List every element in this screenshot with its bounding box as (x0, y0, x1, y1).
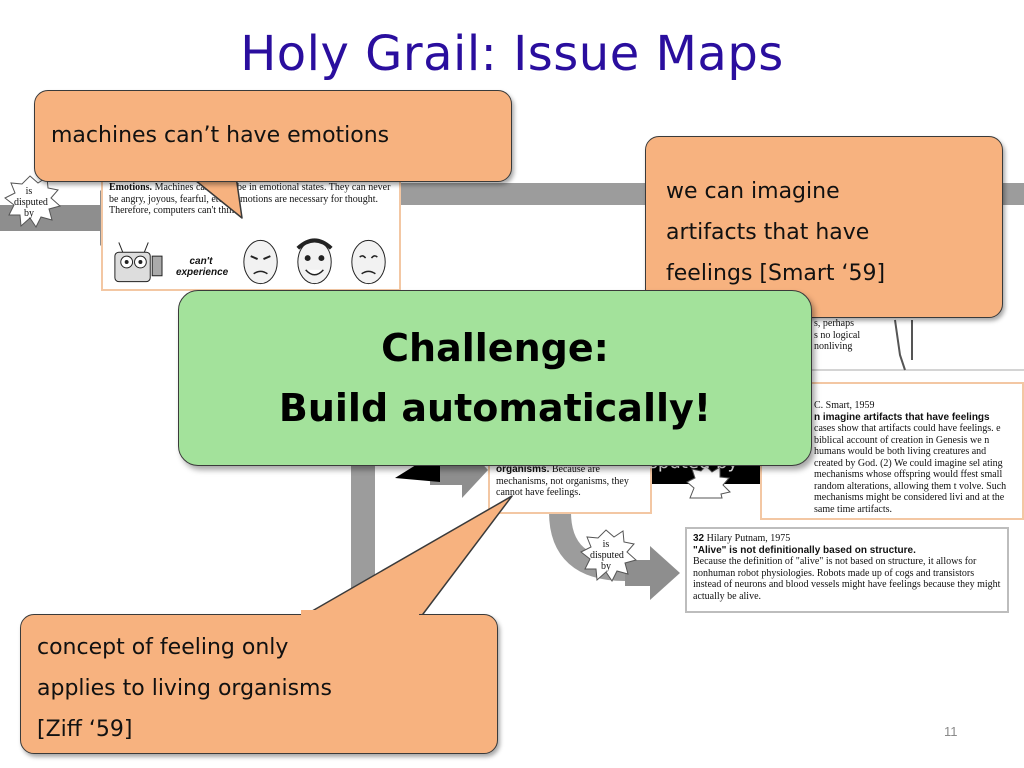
callout-imagine-artifacts-text: we can imagine artifacts that have feeli… (666, 179, 886, 286)
putnam-body: Because the definition of "alive" is not… (693, 556, 1001, 602)
burst-middle (686, 465, 731, 499)
fragment-line-3: nonliving (814, 341, 853, 352)
fragment-line-1: s, perhaps (814, 318, 854, 329)
emotions-argument-box: Emotions. Machines can never be in emoti… (101, 176, 401, 291)
faces-icon (243, 238, 386, 285)
middle-fragment-text: s, perhaps s no logical nonliving (808, 300, 888, 360)
challenge-box: Challenge: Build automatically! (178, 290, 812, 466)
putnam-number: 32 (693, 533, 705, 544)
figure-fragment (894, 319, 913, 371)
top-left-callout-tail (189, 175, 243, 219)
challenge-line-2: Build automatically! (278, 386, 712, 430)
smart-author: C. Smart, 1959 (814, 400, 875, 411)
burst-bottom-label: is disputed by (590, 539, 624, 572)
burst-left (4, 175, 62, 228)
emotions-heading: Emotions. (109, 182, 153, 193)
organisms-heading: organisms. (496, 464, 550, 475)
callout-concept-feeling: concept of feeling only applies to livin… (20, 614, 498, 754)
callout-tail-join-bottom (301, 610, 419, 618)
organisms-body: Because are mechanisms, not organisms, t… (496, 464, 629, 498)
callout-machines-emotions-text: machines can’t have emotions (51, 123, 390, 148)
putnam-author: Hilary Putnam, 1975 (706, 533, 791, 544)
challenge-line-1: Challenge: (381, 326, 609, 370)
callout-concept-feeling-text: concept of feeling only applies to livin… (37, 635, 332, 742)
map-arrow-left (0, 190, 128, 246)
emotions-illustration: can't experience (109, 236, 393, 288)
putnam-heading: "Alive" is not definitionally based on s… (693, 544, 916, 556)
fragment-line-2: s no logical (814, 329, 861, 341)
burst-left-label: is disputed by (14, 186, 48, 219)
callout-imagine-artifacts: we can imagine artifacts that have feeli… (645, 136, 1003, 318)
cant-experience-caption: can't experience (175, 256, 229, 278)
organisms-argument-box: organisms. Because are mechanisms, not o… (488, 458, 652, 514)
smart-body: cases show that artifacts could have fee… (814, 423, 1007, 515)
callout-machines-emotions: machines can’t have emotions (34, 90, 512, 182)
putnam-argument-box: 32 Hilary Putnam, 1975 "Alive" is not de… (685, 527, 1009, 613)
slide-title: Holy Grail: Issue Maps (240, 26, 784, 82)
bottom-left-callout-tail (299, 495, 513, 619)
smart-heading: n imagine artifacts that have feelings (814, 411, 990, 423)
map-arrow-bottom (625, 546, 680, 600)
burst-bottom (580, 529, 638, 582)
emotions-body: Machines can never be in emotional state… (109, 182, 391, 216)
callout-tail-join (191, 172, 235, 180)
page-number: 11 (944, 724, 958, 739)
robot-icon (114, 242, 163, 283)
